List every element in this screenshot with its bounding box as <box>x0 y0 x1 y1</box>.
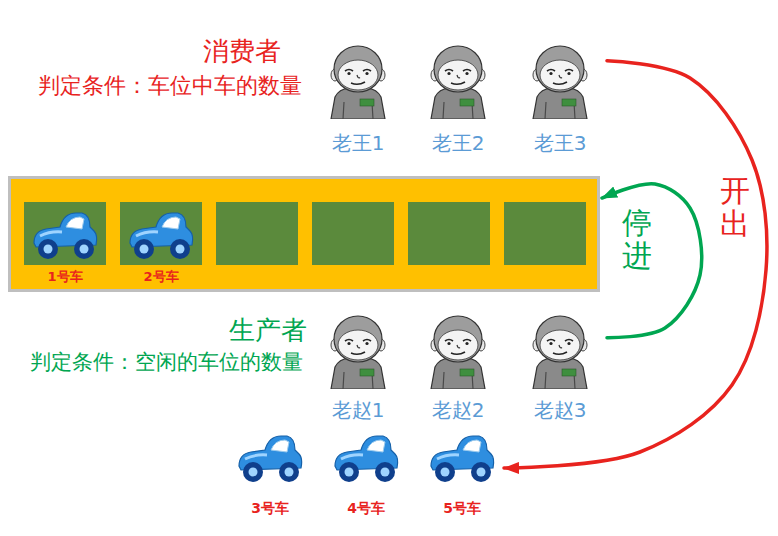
parking-band <box>10 178 599 291</box>
edge-label: 停进 <box>622 204 652 274</box>
manager-node: 老王2 <box>413 44 503 155</box>
manager-node: 老赵2 <box>413 314 503 422</box>
person-name: 老赵3 <box>534 398 587 422</box>
parking-slot <box>408 202 490 265</box>
label-box: 生产者 <box>229 315 307 346</box>
parking-lot: 1号车 2号车 <box>8 176 600 292</box>
parking-slot <box>504 202 586 265</box>
person-icon <box>331 316 385 389</box>
car-icon <box>335 436 398 482</box>
person-icon <box>431 316 485 389</box>
person-name: 老王3 <box>534 131 587 155</box>
car-number: 2号车 <box>120 269 202 285</box>
parking-slot <box>24 202 106 265</box>
condition-note: 判定条件：车位中车的数量 <box>38 73 302 99</box>
manager-node: 老王1 <box>313 44 403 155</box>
role-heading: 消费者 <box>203 36 281 67</box>
car-number: 4号车 <box>347 500 385 517</box>
edge-label: 开出 <box>720 172 750 242</box>
label-box: 消费者 <box>203 36 281 67</box>
car-icon <box>130 213 193 259</box>
person-name: 老王2 <box>432 131 485 155</box>
car-node: 5号车 <box>422 428 502 517</box>
parking-slot <box>216 202 298 265</box>
manager-node: 老赵1 <box>313 314 403 422</box>
car-icon <box>239 436 302 482</box>
flow-arrow <box>504 61 767 468</box>
person-icon <box>533 46 587 119</box>
manager-node: 老赵3 <box>515 314 605 422</box>
person-icon <box>431 46 485 119</box>
car-node: 4号车 <box>326 428 406 517</box>
role-heading: 生产者 <box>229 315 307 346</box>
parking-slot <box>312 202 394 265</box>
car-icon <box>431 436 494 482</box>
edge-label-box: 开出 <box>720 172 750 242</box>
car-number: 3号车 <box>251 500 289 517</box>
parking-slots <box>24 202 586 265</box>
car-number: 5号车 <box>443 500 481 517</box>
label-box: 判定条件：车位中车的数量 <box>38 73 302 99</box>
person-name: 老赵1 <box>332 398 385 422</box>
person-name: 老王1 <box>332 131 385 155</box>
manager-node: 老王3 <box>515 44 605 155</box>
person-icon <box>533 316 587 389</box>
car-node: 3号车 <box>230 428 310 517</box>
label-box: 判定条件：空闲的车位的数量 <box>30 350 303 375</box>
car-icon <box>34 213 97 259</box>
car-number: 1号车 <box>24 269 106 285</box>
person-icon <box>331 46 385 119</box>
condition-note: 判定条件：空闲的车位的数量 <box>30 350 303 375</box>
person-name: 老赵2 <box>432 398 485 422</box>
parking-slot <box>120 202 202 265</box>
edge-label-box: 停进 <box>622 204 652 274</box>
flow-arrow <box>602 184 702 338</box>
